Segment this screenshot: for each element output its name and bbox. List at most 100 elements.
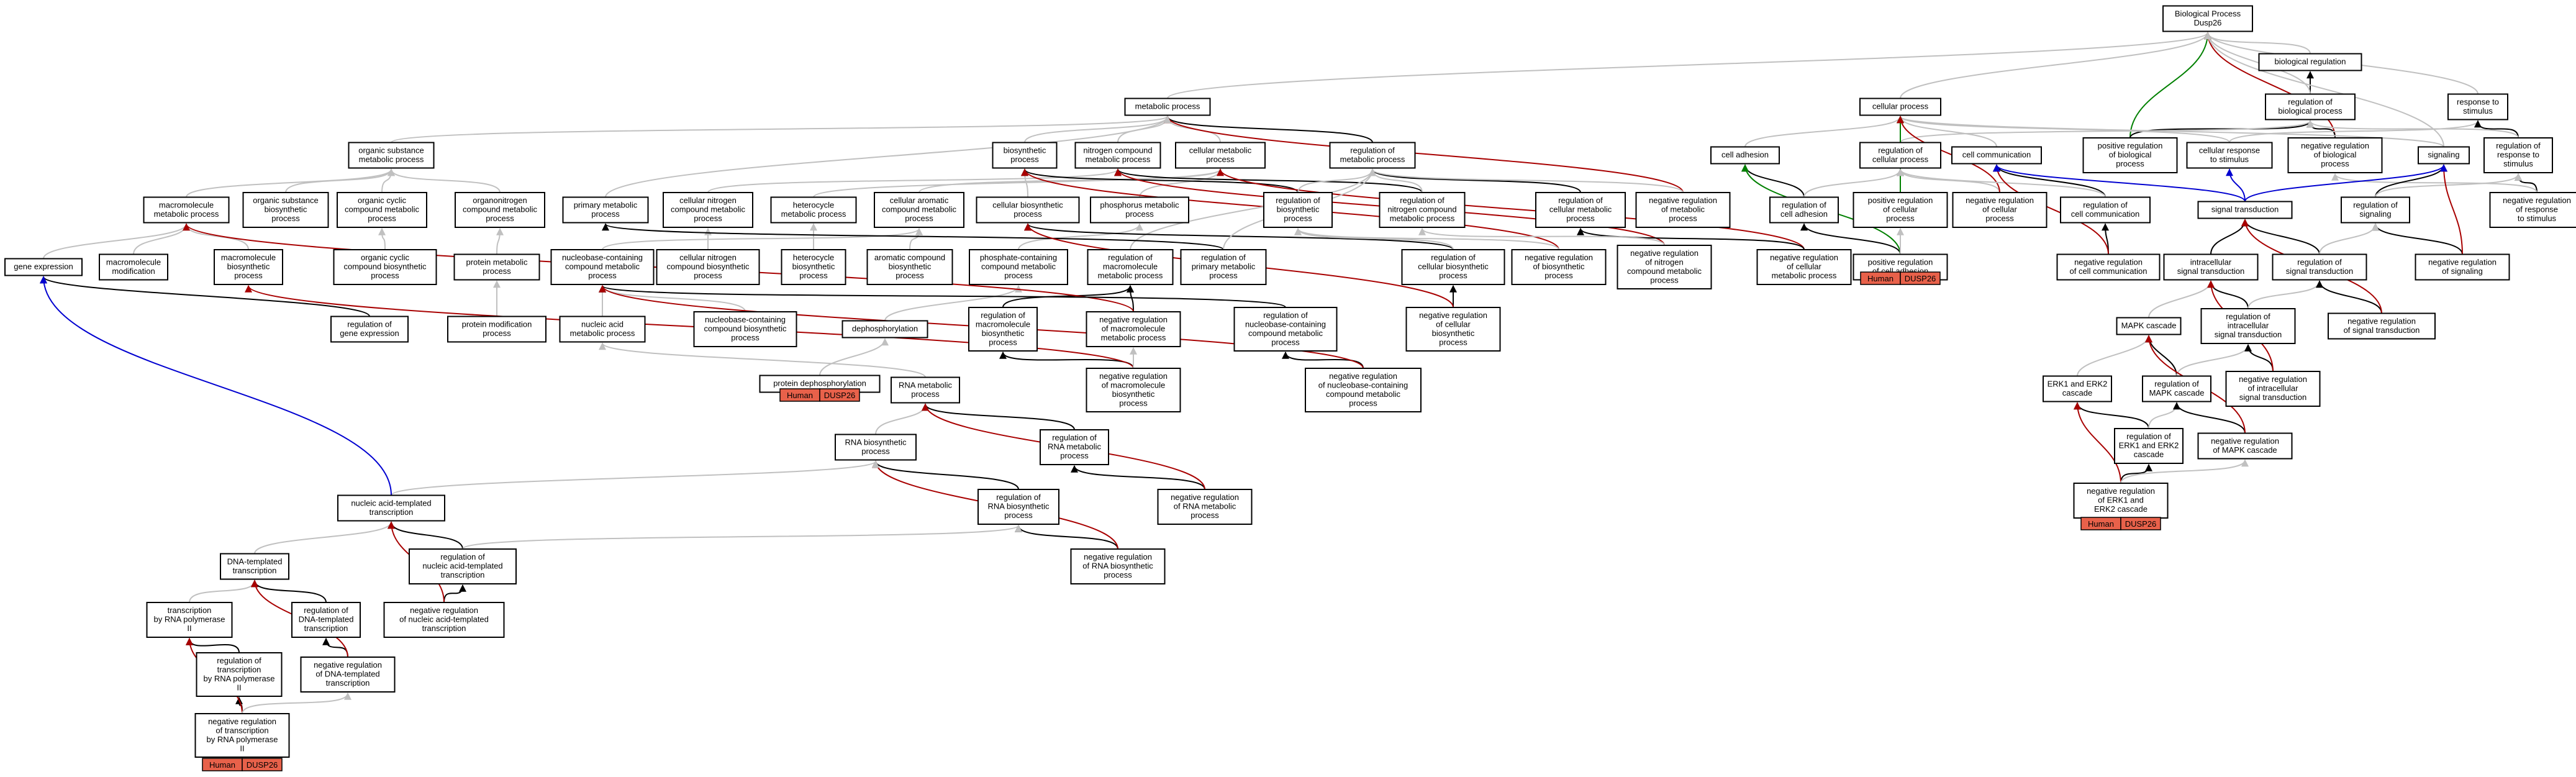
go-term-node-regmacrobio[interactable]: regulation ofmacromoleculebiosyntheticpr… [968, 307, 1038, 352]
edge-protmetab-to-organonitro [496, 227, 504, 255]
go-term-node-celladh[interactable]: cell adhesion [1710, 146, 1780, 165]
node-label-line: process [1650, 276, 1679, 285]
node-label-line: nucleobase-containing [1245, 320, 1326, 329]
go-term-node-cellproc[interactable]: cellular process [1859, 98, 1941, 116]
go-term-node-metab[interactable]: metabolic process [1124, 98, 1211, 116]
go-term-node-dephos[interactable]: dephosphorylation [841, 320, 928, 339]
node-label-line: cellular process [1872, 155, 1929, 164]
node-label-line: process [1119, 399, 1148, 408]
go-term-node-sigtrans[interactable]: signal transduction [2197, 201, 2293, 219]
go-term-node-regnucleobase[interactable]: regulation ofnucleobase-containingcompou… [1233, 307, 1338, 352]
go-term-node-signaling[interactable]: signaling [2418, 146, 2470, 165]
go-term-node-geneexpr[interactable]: gene expression [4, 258, 83, 276]
go-term-node-cellcomm[interactable]: cell communication [1951, 146, 2042, 165]
go-term-node-mapk[interactable]: MAPK cascade [2116, 317, 2182, 335]
go-term-node-bioreg[interactable]: biological regulation [2258, 53, 2362, 71]
